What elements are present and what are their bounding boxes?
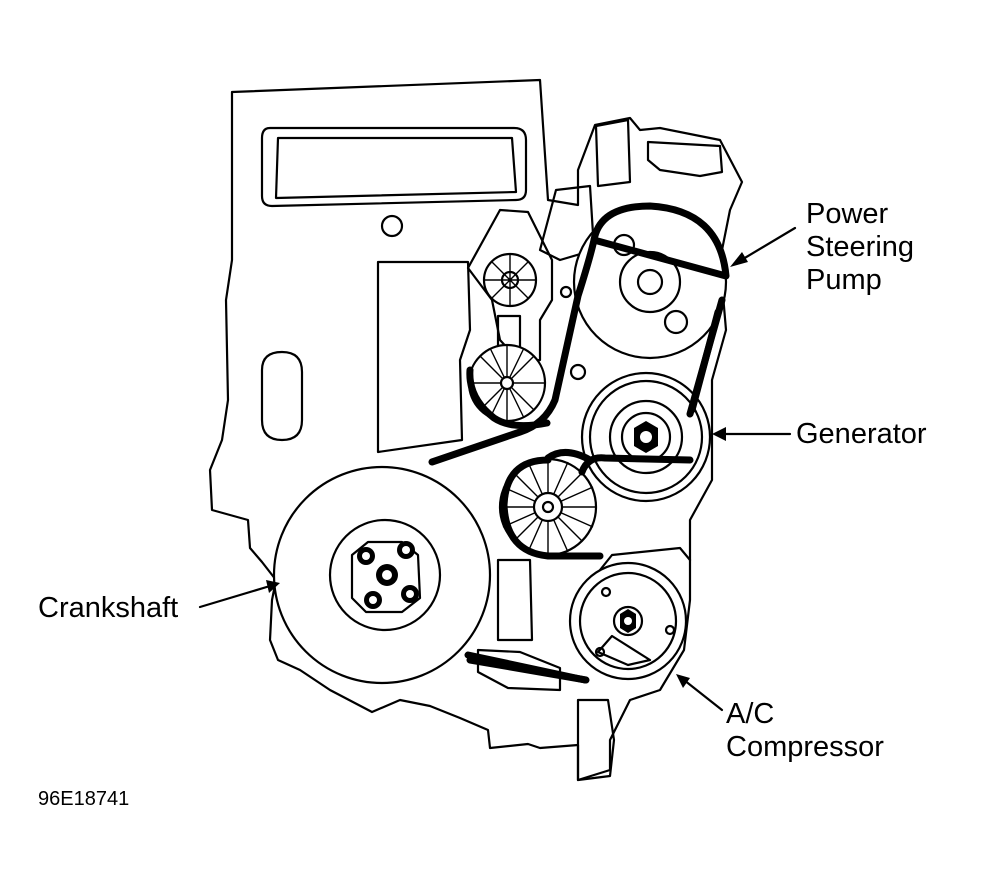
ac-compressor-label-line2: Compressor <box>726 731 884 763</box>
ac-compressor-label-line1: A/C <box>726 698 775 730</box>
power-steering-label-line2: Steering <box>806 231 915 263</box>
crankshaft-label: Crankshaft <box>38 592 179 624</box>
leader-crankshaft <box>198 580 280 609</box>
block-recess <box>376 260 472 454</box>
power-steering-label-line1: Power <box>806 198 889 230</box>
leader-ac-compressor <box>676 674 724 712</box>
ac-compressor-label: A/C Compressor <box>726 698 884 764</box>
rocker-cover-window <box>260 126 528 208</box>
power-steering-pump-label: Power Steering Pump <box>806 198 914 297</box>
power-steering-label-line3: Pump <box>806 264 882 296</box>
generator-label: Generator <box>796 418 927 450</box>
figure-id: 96E18741 <box>38 788 130 810</box>
side-port <box>260 350 304 442</box>
leader-power-steering <box>730 226 797 267</box>
leader-generator <box>712 427 792 441</box>
